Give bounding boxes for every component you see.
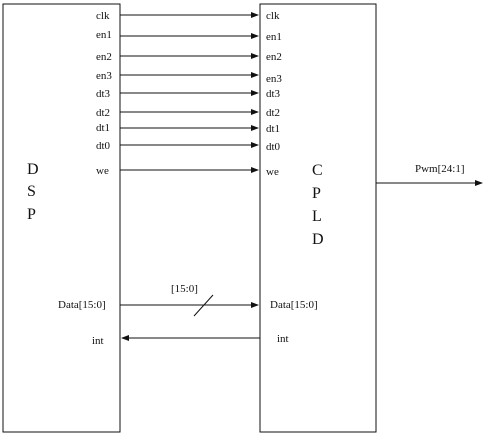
- pwm-output-label: Pwm[24:1]: [415, 163, 465, 175]
- dsp-signal-label: dt0: [96, 140, 111, 152]
- dsp-block: [2, 3, 121, 433]
- dsp-signal-label: clk: [96, 10, 110, 22]
- cpld-int-label: int: [277, 333, 289, 345]
- cpld-signal-label: dt1: [266, 123, 280, 135]
- cpld-data-bus-label: Data[15:0]: [270, 299, 318, 311]
- dsp-signal-label: we: [96, 165, 109, 177]
- cpld-signal-label: dt2: [266, 107, 280, 119]
- cpld-signal-label: en2: [266, 51, 282, 63]
- dsp-signal-label: dt3: [96, 88, 111, 100]
- cpld-block: [259, 3, 377, 433]
- dsp-signal-label: en2: [96, 51, 112, 63]
- bus-width-label: [15:0]: [171, 283, 198, 295]
- cpld-letter: D: [312, 231, 324, 248]
- dsp-int-label: int: [92, 335, 104, 347]
- cpld-signal-label: we: [266, 166, 279, 178]
- dsp-data-bus-label: Data[15:0]: [58, 299, 106, 311]
- cpld-letter: L: [312, 208, 322, 225]
- cpld-signal-label: en3: [266, 73, 282, 85]
- cpld-signal-label: clk: [266, 10, 280, 22]
- dsp-signal-label: dt2: [96, 107, 110, 119]
- dsp-signal-label: en1: [96, 29, 112, 41]
- dsp-letter: S: [27, 183, 36, 200]
- cpld-signal-label: dt3: [266, 88, 281, 100]
- cpld-signal-label: dt0: [266, 141, 281, 153]
- dsp-letter: D: [27, 161, 39, 178]
- cpld-letter: P: [312, 185, 321, 202]
- cpld-signal-label: en1: [266, 31, 282, 43]
- bus-slash-mark: [193, 294, 214, 317]
- dsp-signal-label: dt1: [96, 122, 110, 134]
- dsp-signal-label: en3: [96, 70, 112, 82]
- cpld-letter: C: [312, 162, 323, 179]
- dsp-letter: P: [27, 206, 36, 223]
